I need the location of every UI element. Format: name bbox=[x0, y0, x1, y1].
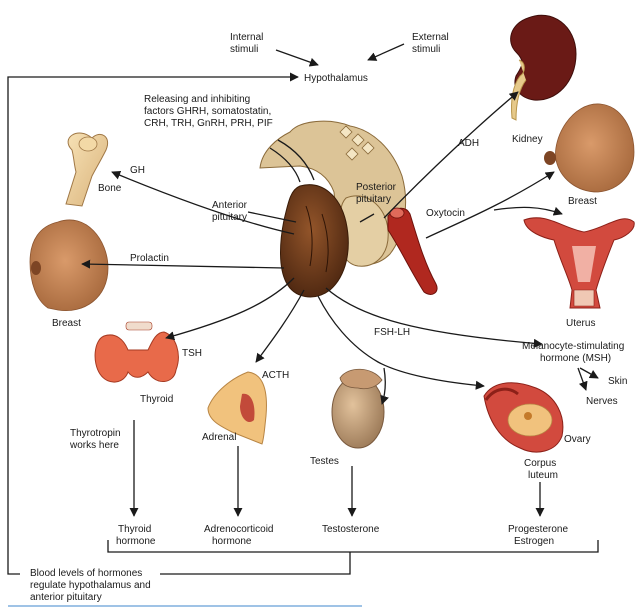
estrogen-label: Estrogen bbox=[514, 536, 554, 547]
uterus-illustration bbox=[523, 217, 635, 309]
hypothalamus-label: Hypothalamus bbox=[304, 73, 368, 84]
thyrotropin-label-2: works here bbox=[69, 440, 119, 451]
thyrotropin-label: Thyrotropin bbox=[70, 428, 121, 439]
thyroid-hormone-label: Thyroid bbox=[118, 524, 151, 535]
adrenocorticoid-label-2: hormone bbox=[212, 536, 252, 547]
msh-label-2: hormone (MSH) bbox=[540, 353, 611, 364]
external-stimuli-label: External bbox=[412, 32, 449, 43]
hormone-arrows bbox=[81, 91, 599, 517]
acth-label: ACTH bbox=[262, 370, 289, 381]
feedback-label-3: anterior pituitary bbox=[30, 592, 102, 603]
thyroid-illustration bbox=[94, 321, 179, 383]
testes-label: Testes bbox=[310, 456, 339, 467]
skin-label: Skin bbox=[608, 376, 627, 387]
progesterone-label: Progesterone bbox=[508, 524, 568, 535]
internal-stimuli-label: Internal bbox=[230, 32, 263, 43]
releasing-factors-label-3: CRH, TRH, GnRH, PRH, PIF bbox=[144, 118, 273, 129]
posterior-pituitary-label-2: pituitary bbox=[356, 194, 391, 205]
prolactin-label: Prolactin bbox=[130, 253, 169, 264]
oxytocin-label: Oxytocin bbox=[426, 208, 465, 219]
feedback-loop bbox=[7, 72, 599, 575]
external-stimuli-label-2: stimuli bbox=[412, 44, 440, 55]
posterior-pituitary-label: Posterior bbox=[356, 182, 397, 193]
feedback-label-2: regulate hypothalamus and bbox=[30, 580, 151, 591]
corpus-luteum-label-2: luteum bbox=[528, 470, 558, 481]
testosterone-label: Testosterone bbox=[322, 524, 380, 535]
msh-label: Melanocyte-stimulating bbox=[522, 341, 624, 352]
breast-left-label: Breast bbox=[52, 318, 81, 329]
fsh-lh-label: FSH-LH bbox=[374, 327, 410, 338]
anterior-pituitary-label: Anterior bbox=[212, 200, 248, 211]
breast-left-illustration bbox=[29, 219, 109, 312]
stimuli-arrows bbox=[275, 43, 405, 67]
tsh-label: TSH bbox=[182, 348, 202, 359]
breast-right-illustration bbox=[544, 103, 635, 193]
feedback-label: Blood levels of hormones bbox=[30, 568, 142, 579]
adrenocorticoid-label: Adrenocorticoid bbox=[204, 524, 273, 535]
anterior-pituitary-label-2: pituitary bbox=[212, 212, 247, 223]
gh-label: GH bbox=[130, 165, 145, 176]
releasing-factors-label-2: factors GHRH, somatostatin, bbox=[144, 106, 271, 117]
kidney-illustration bbox=[510, 14, 577, 121]
corpus-luteum-label: Corpus bbox=[524, 458, 556, 469]
ovary-illustration bbox=[483, 382, 564, 453]
nerves-label: Nerves bbox=[586, 396, 618, 407]
uterus-label: Uterus bbox=[566, 318, 595, 329]
kidney-label: Kidney bbox=[512, 134, 543, 145]
bone-illustration bbox=[65, 132, 108, 207]
ovary-label: Ovary bbox=[564, 434, 591, 445]
releasing-factors-label: Releasing and inhibiting bbox=[144, 94, 250, 105]
adrenal-illustration bbox=[207, 371, 267, 445]
thyroid-label: Thyroid bbox=[140, 394, 173, 405]
thyroid-hormone-label-2: hormone bbox=[116, 536, 156, 547]
adrenal-label: Adrenal bbox=[202, 432, 236, 443]
adh-label: ADH bbox=[458, 138, 479, 149]
pituitary-illustration bbox=[259, 120, 438, 298]
breast-right-label: Breast bbox=[568, 196, 597, 207]
bone-label: Bone bbox=[98, 183, 122, 194]
internal-stimuli-label-2: stimuli bbox=[230, 44, 258, 55]
testes-illustration bbox=[331, 368, 385, 449]
